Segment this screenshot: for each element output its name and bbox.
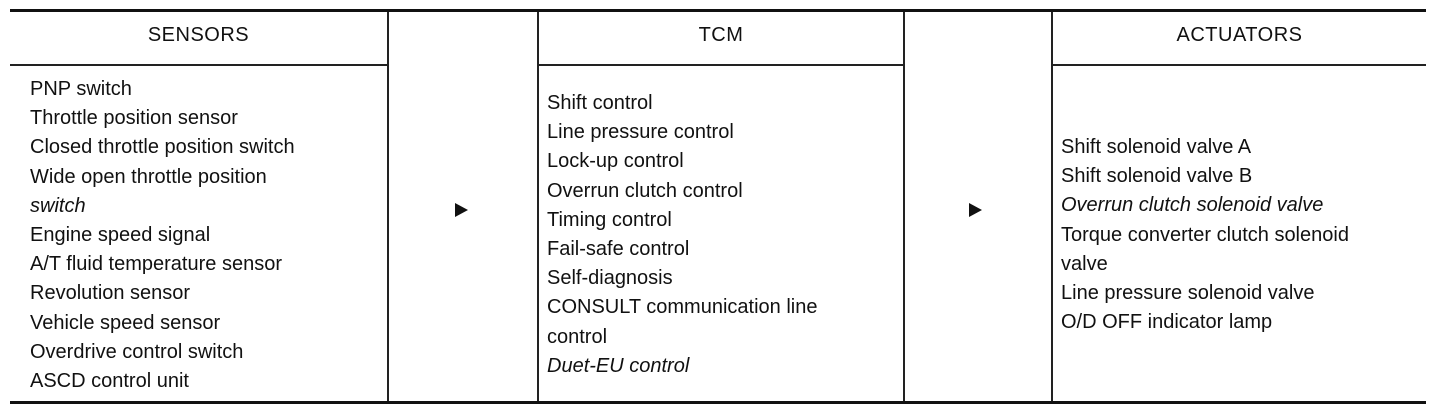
- list-item: Overdrive control switch: [30, 340, 244, 363]
- column-divider: [537, 12, 539, 401]
- list-item: control: [547, 325, 608, 348]
- list-item: Closed throttle position switch: [30, 136, 295, 159]
- list-item: Wide open throttle position: [30, 165, 267, 188]
- list-item: Throttle position sensor: [30, 107, 238, 130]
- list-item: Overrun clutch solenoid valve: [1061, 194, 1324, 217]
- header-underline: [10, 64, 387, 66]
- sensors-header: SENSORS: [147, 24, 250, 46]
- list-item: Fail-safe control: [547, 238, 690, 261]
- list-item: Line pressure solenoid valve: [1061, 282, 1315, 305]
- header-underline: [1053, 64, 1426, 66]
- column-divider: [1051, 12, 1053, 401]
- list-item: switch: [30, 194, 86, 217]
- list-item: Shift solenoid valve B: [1061, 165, 1253, 188]
- table-top-rule: [10, 9, 1426, 12]
- list-item: Revolution sensor: [30, 282, 191, 305]
- list-item: Torque converter clutch solenoid: [1061, 223, 1349, 246]
- header-underline: [539, 64, 903, 66]
- list-item: Shift solenoid valve A: [1061, 136, 1252, 158]
- list-item: Overrun clutch control: [547, 179, 743, 202]
- right-arrow-icon: [969, 203, 982, 217]
- list-item: Self-diagnosis: [547, 267, 673, 290]
- list-item: Shift control: [547, 92, 653, 114]
- list-item: Timing control: [547, 208, 672, 231]
- tcm-list: Shift control Line pressure control Lock…: [547, 89, 817, 381]
- right-arrow-icon: [455, 203, 468, 217]
- actuators-header: ACTUATORS: [1176, 24, 1303, 46]
- list-item: PNP switch: [30, 78, 132, 100]
- actuators-list: Shift solenoid valve A Shift solenoid va…: [1061, 133, 1349, 337]
- column-divider: [903, 12, 905, 401]
- tcm-header: TCM: [698, 24, 744, 46]
- list-item: O/D OFF indicator lamp: [1061, 311, 1273, 334]
- list-item: Duet-EU control: [547, 354, 690, 377]
- list-item: Line pressure control: [547, 121, 734, 144]
- list-item: ASCD control unit: [30, 370, 189, 393]
- table-bottom-rule: [10, 401, 1426, 404]
- list-item: CONSULT communication line: [547, 296, 818, 319]
- list-item: Engine speed signal: [30, 224, 211, 247]
- list-item: Lock-up control: [547, 150, 684, 173]
- list-item: valve: [1061, 252, 1108, 275]
- list-item: Vehicle speed sensor: [30, 311, 221, 334]
- list-item: A/T fluid temperature sensor: [30, 253, 282, 276]
- sensors-list: PNP switch Throttle position sensor Clos…: [30, 75, 295, 396]
- column-divider: [387, 12, 389, 401]
